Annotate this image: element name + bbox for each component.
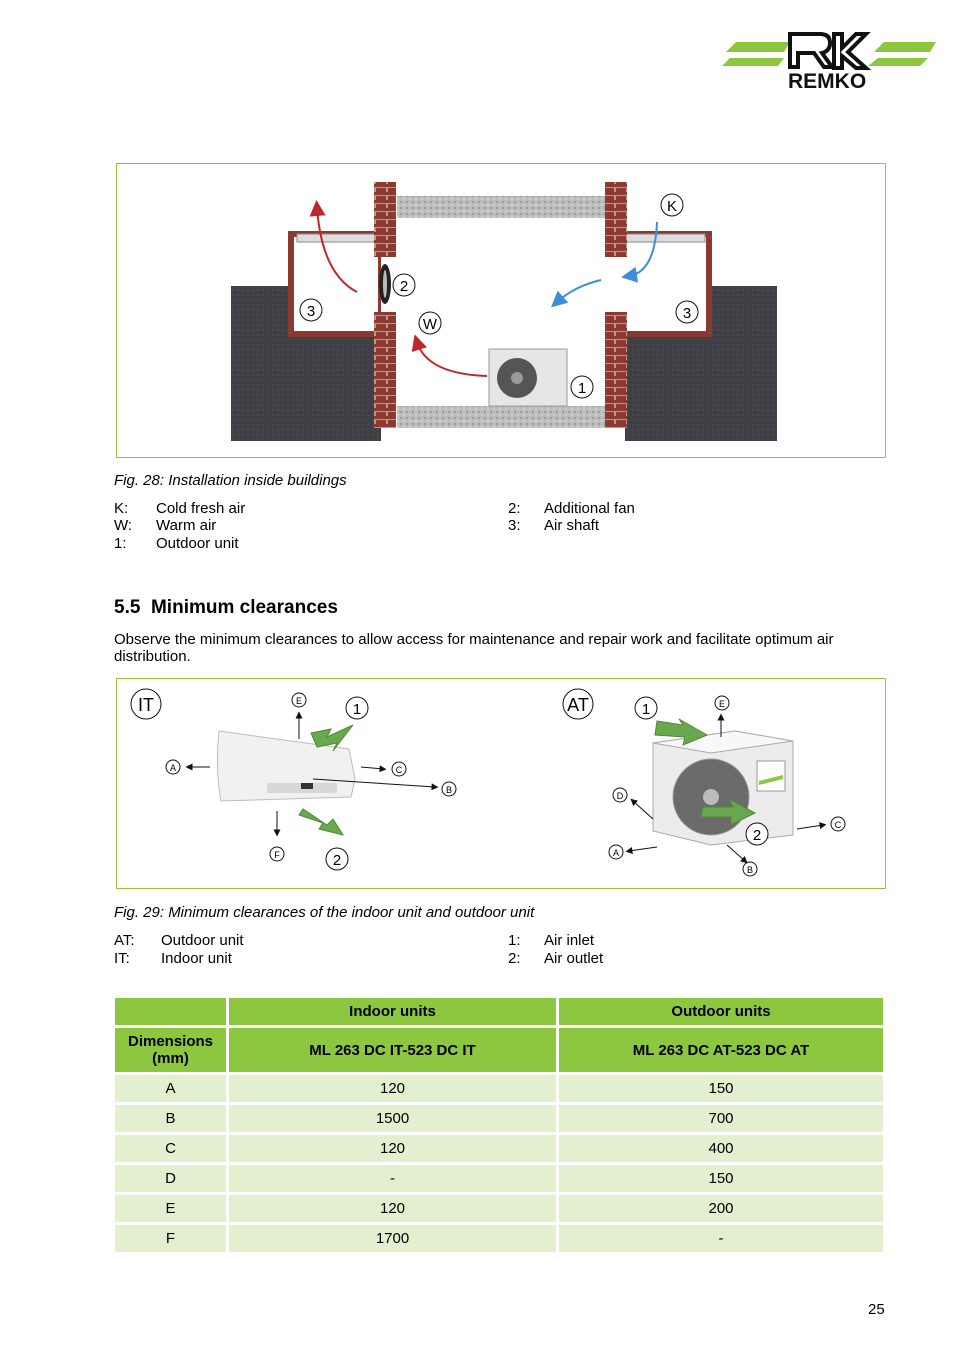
legend-key: K: bbox=[114, 500, 129, 517]
figure-28: K 2 3 3 W 1 bbox=[116, 163, 886, 458]
at-label-e: E bbox=[719, 699, 725, 709]
table-header-cell: Outdoor units bbox=[559, 998, 883, 1025]
it-label-b: B bbox=[446, 785, 452, 795]
it-label-f: F bbox=[274, 850, 280, 860]
it-label-e: E bbox=[296, 696, 302, 706]
legend-key: W: bbox=[114, 517, 133, 534]
legend-key: IT: bbox=[114, 950, 130, 967]
table-cell: 700 bbox=[559, 1105, 883, 1132]
legend-value: Cold fresh air bbox=[156, 500, 246, 517]
remko-wordmark: REMKO bbox=[788, 70, 866, 93]
legend-value: Air inlet bbox=[544, 932, 595, 949]
table-cell: E bbox=[115, 1195, 226, 1222]
label-w: W bbox=[423, 316, 438, 333]
table-cell: 150 bbox=[559, 1075, 883, 1102]
table-header-cell: Indoor units bbox=[229, 998, 556, 1025]
table-row: E 120 200 bbox=[115, 1195, 883, 1222]
at-label-c: C bbox=[835, 820, 842, 830]
figure-29-caption: Fig. 29: Minimum clearances of the indoo… bbox=[114, 904, 535, 921]
installation-diagram: K 2 3 3 W 1 bbox=[231, 182, 777, 441]
at-label-inlet: 1 bbox=[642, 701, 650, 718]
table-cell: C bbox=[115, 1135, 226, 1162]
label-unit: 1 bbox=[578, 380, 586, 397]
table-row: B 1500 700 bbox=[115, 1105, 883, 1132]
legend-key: AT: bbox=[114, 932, 135, 949]
table-cell: 120 bbox=[229, 1075, 556, 1102]
label-k: K bbox=[667, 198, 677, 215]
it-label-inlet: 1 bbox=[353, 701, 361, 718]
table-cell: F bbox=[115, 1225, 226, 1252]
tag-it: IT bbox=[138, 695, 154, 715]
legend-value: Outdoor unit bbox=[156, 535, 239, 552]
section-text: Observe the minimum clearances to allow … bbox=[114, 631, 834, 665]
table-cell: - bbox=[229, 1165, 556, 1192]
legend-key: 1: bbox=[508, 932, 521, 949]
label-shaft-right: 3 bbox=[683, 305, 691, 322]
legend-key: 3: bbox=[508, 517, 521, 534]
it-label-a: A bbox=[170, 763, 176, 773]
legend-value: Outdoor unit bbox=[161, 932, 244, 949]
clearance-table: Indoor units Outdoor units Dimensions (m… bbox=[112, 995, 886, 1255]
tag-at: AT bbox=[567, 695, 589, 715]
legend-value: Additional fan bbox=[544, 500, 635, 517]
table-subheader-row: Dimensions (mm) ML 263 DC IT-523 DC IT M… bbox=[115, 1028, 883, 1072]
legend-value: Indoor unit bbox=[161, 950, 232, 967]
table-header-cell: ML 263 DC AT-523 DC AT bbox=[559, 1028, 883, 1072]
table-cell: 150 bbox=[559, 1165, 883, 1192]
table-row: D - 150 bbox=[115, 1165, 883, 1192]
figure-29: IT A E C B F 1 2 AT bbox=[116, 678, 886, 889]
section-title: Minimum clearances bbox=[150, 597, 338, 618]
it-label-outlet: 2 bbox=[333, 852, 341, 869]
figure-28-caption: Fig. 28: Installation inside buildings bbox=[114, 472, 347, 489]
legend-key: 2: bbox=[508, 950, 521, 967]
table-row: F 1700 - bbox=[115, 1225, 883, 1252]
table-header-row: Indoor units Outdoor units bbox=[115, 998, 883, 1025]
table-cell: 400 bbox=[559, 1135, 883, 1162]
legend-value: Air shaft bbox=[544, 517, 600, 534]
page-number: 25 bbox=[868, 1301, 885, 1318]
table-cell: 1500 bbox=[229, 1105, 556, 1132]
legend-key: 1: bbox=[114, 535, 127, 552]
legend-value: Air outlet bbox=[544, 950, 604, 967]
table-header-cell: ML 263 DC IT-523 DC IT bbox=[229, 1028, 556, 1072]
remko-logo: REMKO bbox=[722, 28, 938, 99]
at-label-outlet: 2 bbox=[753, 827, 761, 844]
at-label-a: A bbox=[613, 848, 619, 858]
table-cell: - bbox=[559, 1225, 883, 1252]
at-label-d: D bbox=[617, 791, 624, 801]
table-cell: B bbox=[115, 1105, 226, 1132]
label-shaft-left: 3 bbox=[307, 303, 315, 320]
it-label-c: C bbox=[396, 765, 403, 775]
table-cell: 1700 bbox=[229, 1225, 556, 1252]
table-cell: A bbox=[115, 1075, 226, 1102]
table-cell: 120 bbox=[229, 1135, 556, 1162]
clearance-diagram: IT A E C B F 1 2 AT bbox=[130, 688, 846, 877]
table-row: A 120 150 bbox=[115, 1075, 883, 1102]
table-header-cell: Dimensions (mm) bbox=[115, 1028, 226, 1072]
table-header-cell bbox=[115, 998, 226, 1025]
legend-key: 2: bbox=[508, 500, 521, 517]
table-cell: D bbox=[115, 1165, 226, 1192]
table-row: C 120 400 bbox=[115, 1135, 883, 1162]
table-cell: 200 bbox=[559, 1195, 883, 1222]
table-cell: 120 bbox=[229, 1195, 556, 1222]
legend-value: Warm air bbox=[156, 517, 217, 534]
label-fan: 2 bbox=[400, 278, 408, 295]
section-heading: 5.5 Minimum clearances bbox=[114, 597, 338, 619]
at-label-b: B bbox=[747, 865, 753, 875]
section-number: 5.5 bbox=[114, 597, 141, 618]
